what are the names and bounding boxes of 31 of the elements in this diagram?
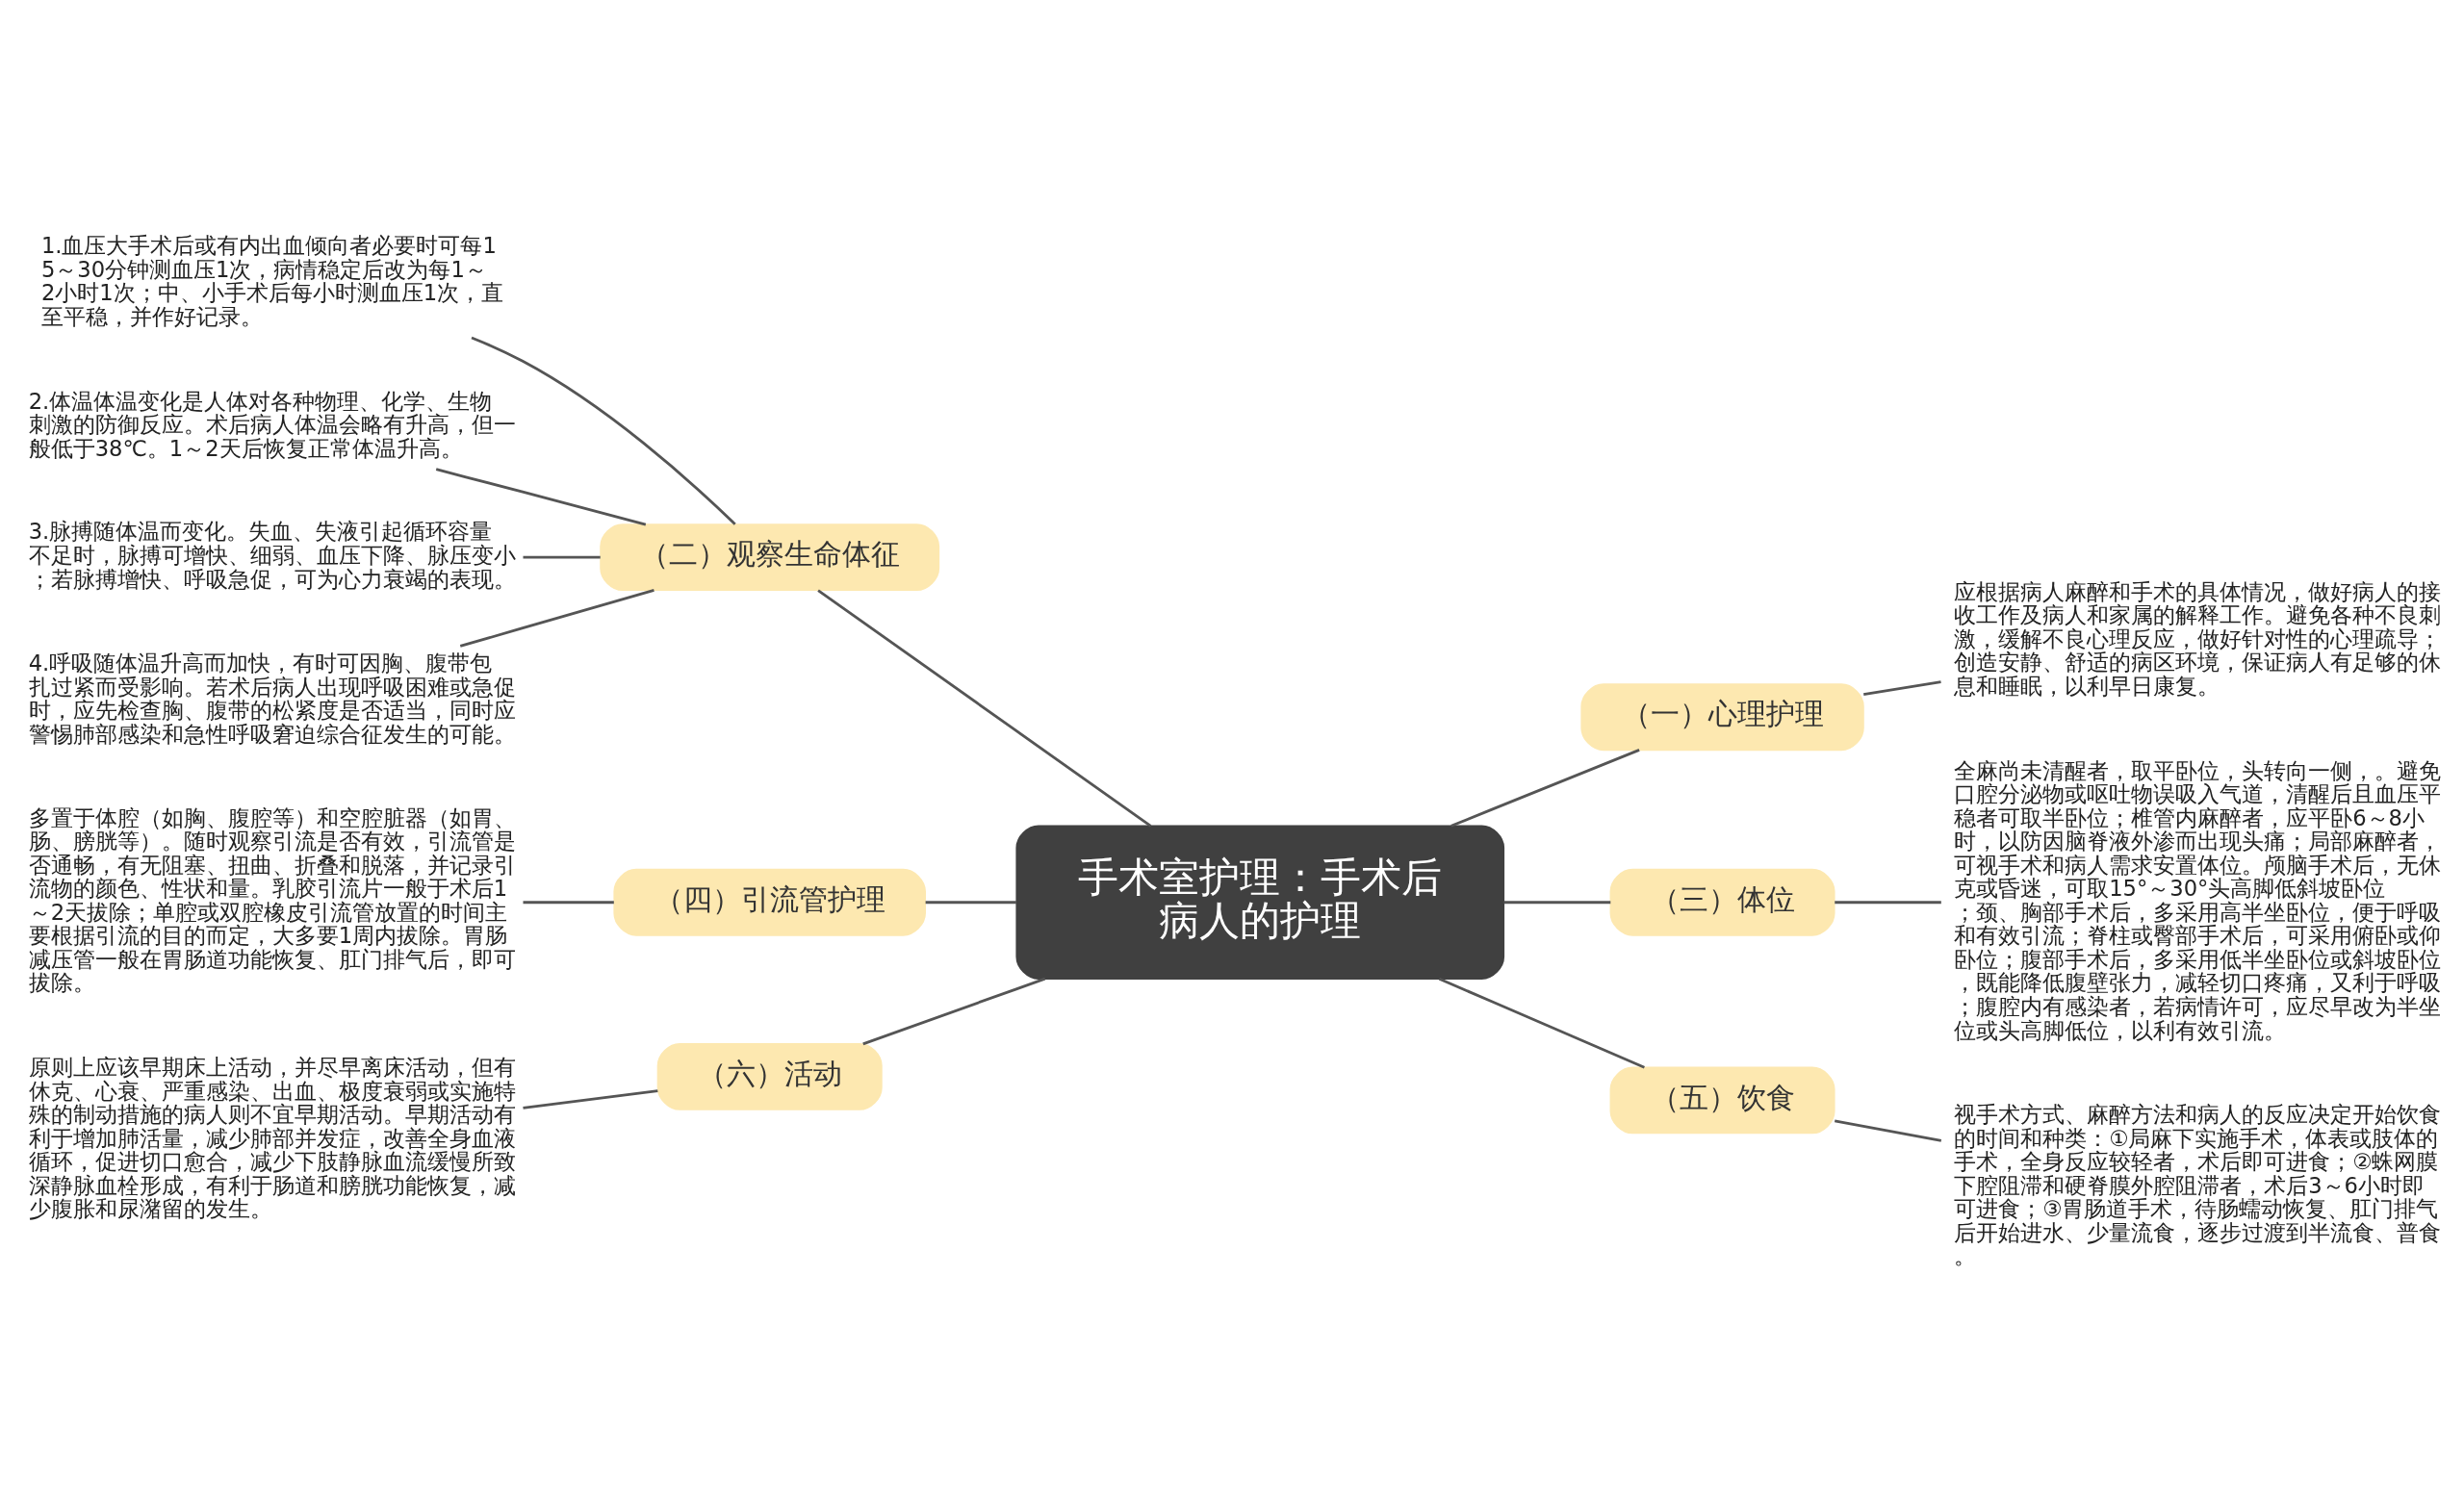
connector (435, 467, 647, 525)
node-box: （一）心理护理 (1580, 682, 1864, 751)
connector (1863, 679, 1941, 696)
connector (1503, 900, 1611, 904)
connector (1835, 900, 1941, 904)
node-box: （二）观察生命体征 (600, 523, 940, 591)
connector (523, 1088, 658, 1110)
connector (925, 900, 1016, 904)
connector (523, 900, 614, 904)
node-text: 4.呼吸随体温升高而加快，有时可因胸、腹带包扎过紧而受影响。若术后病人出现呼吸困难或急促时，应先检查胸、腹带的松紧度是否适当，同时应警惕肺部感染和急性呼吸窘迫综合征发生的可能。 (28, 650, 516, 747)
connector (459, 588, 654, 648)
node-text: 1.血压大手术后或有内出血倾向者必要时可每15～30分钟测血压1次，病情稳定后改为每1～2小时1次；中、小手术后每小时测血压1次，直至平稳，并作好记录。 (40, 232, 504, 329)
connector (817, 588, 1152, 828)
connector (523, 555, 601, 559)
node-box: （四）引流管护理 (613, 868, 926, 936)
connector (471, 336, 736, 525)
node-text: 多置于体腔（如胸、腹腔等）和空腔脏器（如胃、肠、膀胱等）。随时观察引流是否有效，引流管是否通畅，有无阻塞、扭曲、折叠和脱落，并记录引流物的颜色、性状和量。乳胶引流片一般于术后1～2天拔除；单腔或双腔橡皮引流管放置的时间主要根据引流的目的而定，大多要1周内拔除。胃肠减压管一般在胃肠道功能恢复、肛门排气后，即可拔除。 (28, 804, 516, 995)
node-box: 手术室护理：手术后病人的护理 (1015, 825, 1505, 980)
node-box: （六）活动 (656, 1042, 883, 1110)
node-text: 应根据病人麻醉和手术的具体情况，做好病人的接收工作及病人和家属的解释工作。避免各种不良刺激，缓解不良心理反应，做好针对性的心理疏导；创造安静、舒适的病区环境，保证病人有足够的休息和睡眠，以利早日康复。 (1954, 578, 2442, 699)
node-text: 2.体温体温变化是人体对各种物理、化学、生物刺激的防御反应。术后病人体温会略有升高，但一般低于38℃。1～2天后恢复正常体温升高。 (28, 388, 516, 461)
connector (1450, 748, 1640, 828)
connector (1438, 977, 1645, 1069)
connector (1835, 1118, 1942, 1142)
node-text: 视手术方式、麻醉方法和病人的反应决定开始饮食的时间和种类：①局麻下实施手术，体表或肢体的手术，全身反应较轻者，术后即可进食；②蛛网膜下腔阻滞和硬脊膜外腔阻滞者，术后3～6小时即可进食；③胃肠道手术，待肠蠕动恢复、肛门排气后开始进水、少量流食，逐步过渡到半流食、普食。 (1954, 1101, 2442, 1268)
node-text: 原则上应该早期床上活动，并尽早离床活动，但有休克、心衰、严重感染、出血、极度衰弱或实施特殊的制动措施的病人则不宜早期活动。早期活动有利于增加肺活量，减少肺部并发症，改善全身血液循环，促进切口愈合，减少下肢静脉血流缓慢所致深静脉血栓形成，有利于肠道和膀胱功能恢复，减少腹胀和尿潴留的发生。 (28, 1054, 516, 1221)
node-box: （五）饮食 (1609, 1066, 1835, 1134)
node-text: 全麻尚未清醒者，取平卧位，头转向一侧，。避免口腔分泌物或呕吐物误吸入气道，清醒后且血压平稳者可取半卧位；椎管内麻醉者，应平卧6～8小时，以防因脑脊液外渗而出现头痛；局部麻醉者，可视手术和病人需求安置体位。颅脑手术后，无休克或昏迷，可取15°～30°头高脚低斜坡卧位；颈、胸部手术后，多采用高半坐卧位，便于呼吸和有效引流；脊柱或臀部手术后，可采用俯卧或仰卧位；腹部手术后，多采用低半坐卧位或斜坡卧位，既能降低腹壁张力，减轻切口疼痛，又利于呼吸；腹腔内有感染者，若病情许可，应尽早改为半坐位或头高脚低位，以利有效引流。 (1954, 757, 2442, 1043)
connector (862, 977, 1046, 1045)
node-text: 3.脉搏随体温而变化。失血、失液引起循环容量不足时，脉搏可增快、细弱、血压下降、脉压变小；若脉搏增快、呼吸急促，可为心力衰竭的表现。 (28, 518, 516, 592)
node-box: （三）体位 (1609, 868, 1835, 936)
